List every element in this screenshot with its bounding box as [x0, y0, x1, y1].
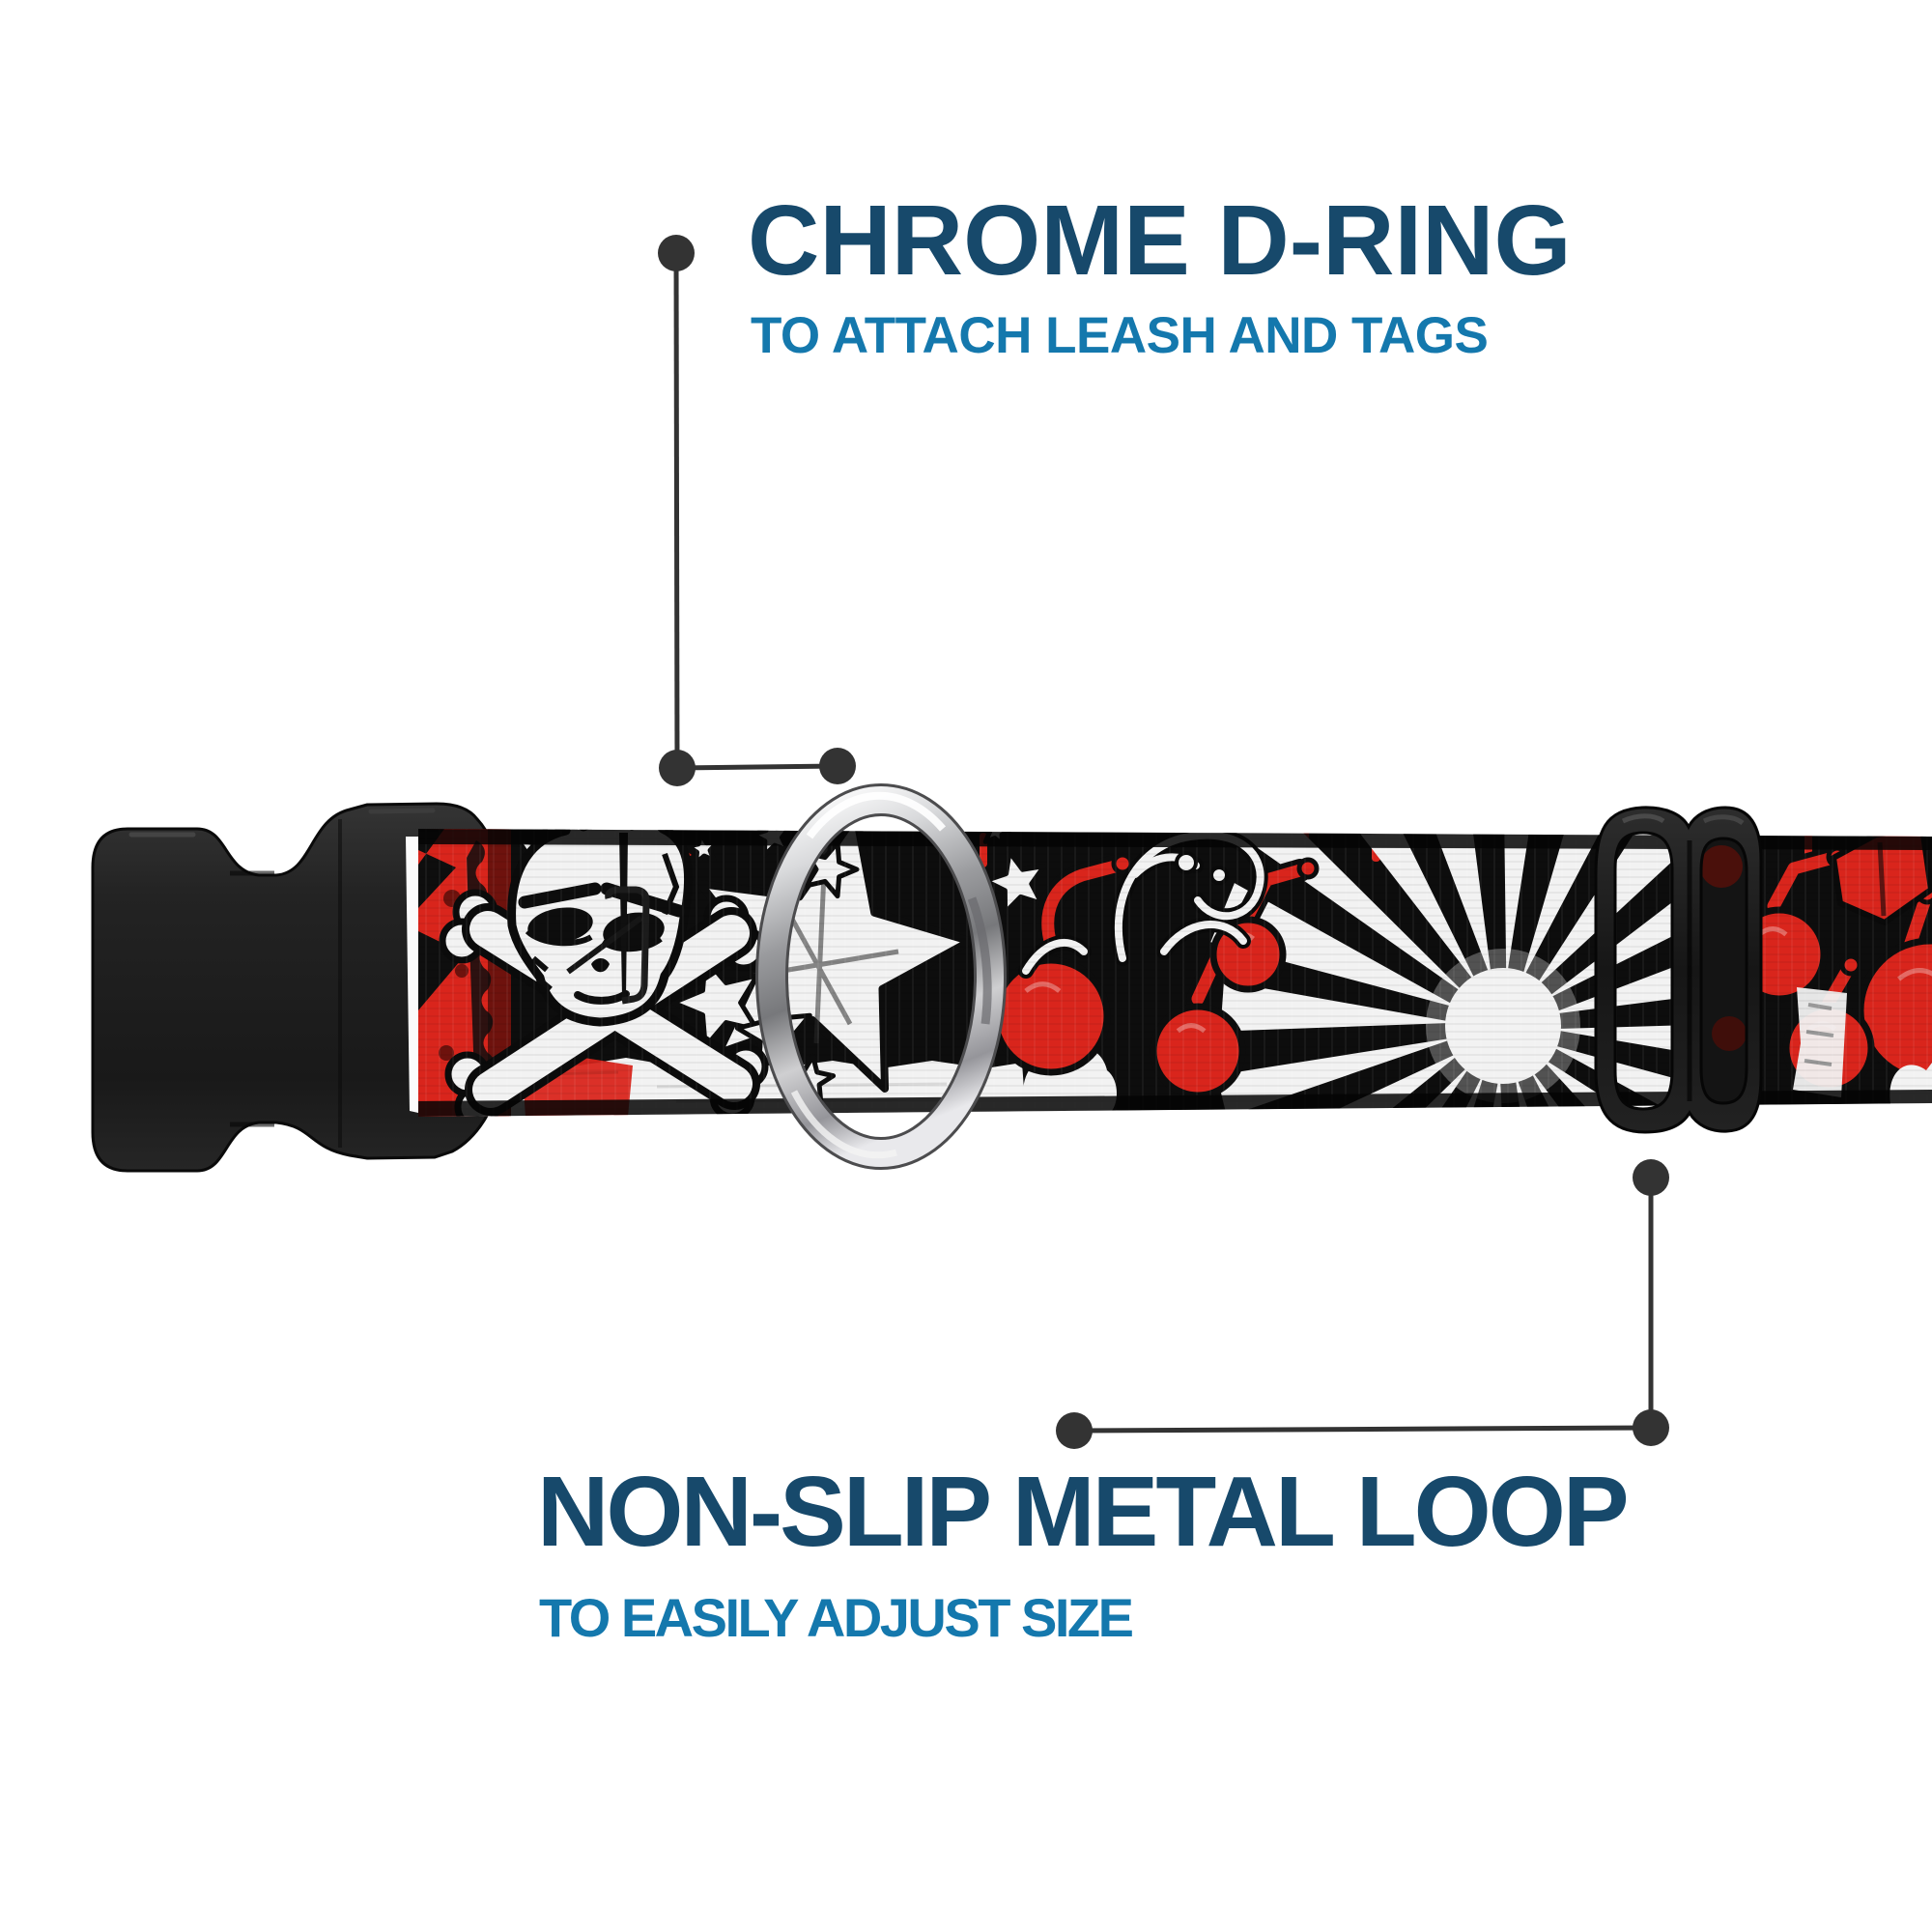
callout-dot	[1056, 1412, 1093, 1449]
callout-dot	[659, 750, 696, 786]
dring-title: CHROME D-RING	[748, 185, 1572, 296]
metal-adjustment-loop	[1594, 806, 1763, 1134]
printed-pattern	[418, 829, 1932, 1117]
callout-loop	[1056, 1159, 1669, 1449]
buckle-slot-gap	[406, 837, 418, 1113]
loop-subtitle: TO EASILY ADJUST SIZE	[539, 1587, 1134, 1648]
callout-dot	[1633, 1159, 1669, 1196]
callout-dot	[819, 748, 856, 784]
dring-subtitle: TO ATTACH LEASH AND TAGS	[751, 307, 1489, 364]
callout-dot	[658, 235, 695, 271]
loop-title: NON-SLIP METAL LOOP	[537, 1456, 1630, 1567]
chrome-d-ring	[755, 783, 1007, 1170]
callout-dring	[658, 235, 856, 786]
callout-dot	[1633, 1409, 1669, 1446]
side-release-buckle	[91, 802, 497, 1173]
